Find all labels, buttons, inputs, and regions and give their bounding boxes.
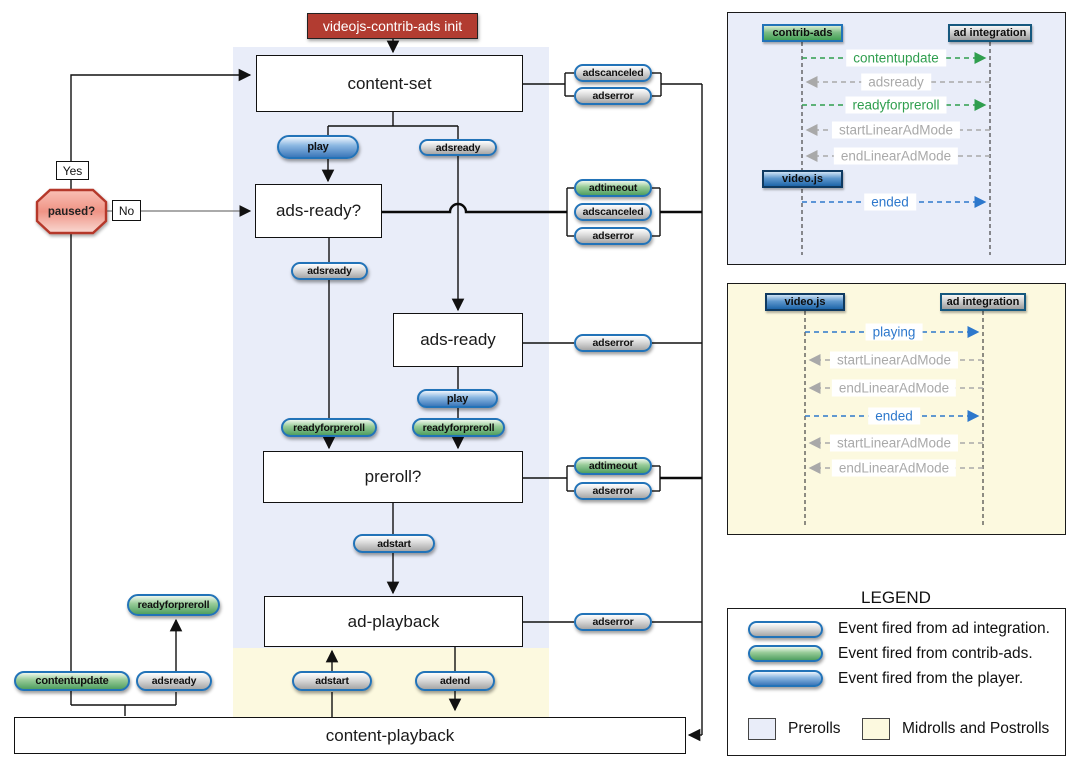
event-pill-adstart: adstart [353,534,435,553]
seq1-header-ad-integration: ad integration [948,24,1032,42]
seq2-message-startlinearadmode: startLinearAdMode [829,434,959,452]
event-pill-adsready: adsready [419,139,497,156]
event-pill-adstart: adstart [292,671,372,691]
event-pill-adscanceled: adscanceled [574,203,652,221]
state-content-playback: content-playback [14,717,686,754]
event-pill-readyforpreroll: readyforpreroll [127,594,220,616]
legend-region-prerolls: Prerolls [788,720,841,737]
event-pill-adserror: adserror [574,482,652,500]
legend-pill-player [748,670,823,687]
seq2-header-videojs: video.js [765,293,845,311]
seq1-message-contentupdate: contentupdate [846,49,946,67]
event-pill-adtimeout: adtimeout [574,457,652,475]
legend-item-contrib-ads: Event fired from contrib-ads. [838,645,1033,662]
legend-swatch-prerolls [748,718,776,740]
paused-decision-shape [35,188,108,235]
paused-decision-label: paused? [47,205,96,218]
event-pill-adsready: adsready [291,262,368,280]
seq1-header-contrib-ads: contrib-ads [762,24,843,42]
seq1-message-adsready: adsready [861,73,931,91]
seq2-header-ad-integration: ad integration [940,293,1026,311]
state-preroll-q: preroll? [263,451,523,503]
seq1-message-startlinearadmode: startLinearAdMode [831,121,961,139]
state-ad-playback: ad-playback [264,596,523,647]
legend-swatch-midrolls [862,718,890,740]
event-pill-readyforpreroll: readyforpreroll [281,418,377,437]
legend-pill-ad-integration [748,621,823,638]
legend-item-player: Event fired from the player. [838,670,1024,687]
state-ads-ready-q: ads-ready? [255,184,382,238]
seq2-message-startlinearadmode: startLinearAdMode [829,351,959,369]
seq2-message-ended: ended [868,407,920,425]
seq1-header-videojs: video.js [762,170,843,188]
seq1-message-ended: ended [864,193,916,211]
event-pill-adtimeout: adtimeout [574,179,652,197]
init-node: videojs-contrib-ads init [307,13,478,39]
legend-item-ad-integration: Event fired from ad integration. [838,620,1050,637]
legend-pill-contrib-ads [748,645,823,662]
event-pill-adserror: adserror [574,87,652,105]
legend-title: LEGEND [861,588,931,607]
legend-region-midrolls: Midrolls and Postrolls [902,720,1050,737]
event-pill-adsready: adsready [136,671,212,691]
event-pill-adserror: adserror [574,334,652,352]
state-content-set: content-set [256,55,523,112]
seq2-message-endlinearadmode: endLinearAdMode [831,379,957,397]
event-pill-play: play [277,135,359,159]
event-pill-adserror: adserror [574,227,652,245]
midrolls-region [233,648,549,717]
seq1-message-endlinearadmode: endLinearAdMode [833,147,959,165]
event-pill-adend: adend [415,671,495,691]
event-pill-play: play [417,389,498,408]
seq2-message-endlinearadmode: endLinearAdMode [831,459,957,477]
event-pill-adscanceled: adscanceled [574,64,652,82]
seq1-message-readyforpreroll: readyforpreroll [845,96,947,114]
yes-branch-label: Yes [56,161,89,180]
event-pill-adserror: adserror [574,613,652,631]
event-pill-contentupdate: contentupdate [14,671,130,691]
no-branch-label: No [112,200,141,221]
state-ads-ready: ads-ready [393,313,523,367]
seq2-message-playing: playing [865,323,923,341]
event-pill-readyforpreroll: readyforpreroll [412,418,505,437]
